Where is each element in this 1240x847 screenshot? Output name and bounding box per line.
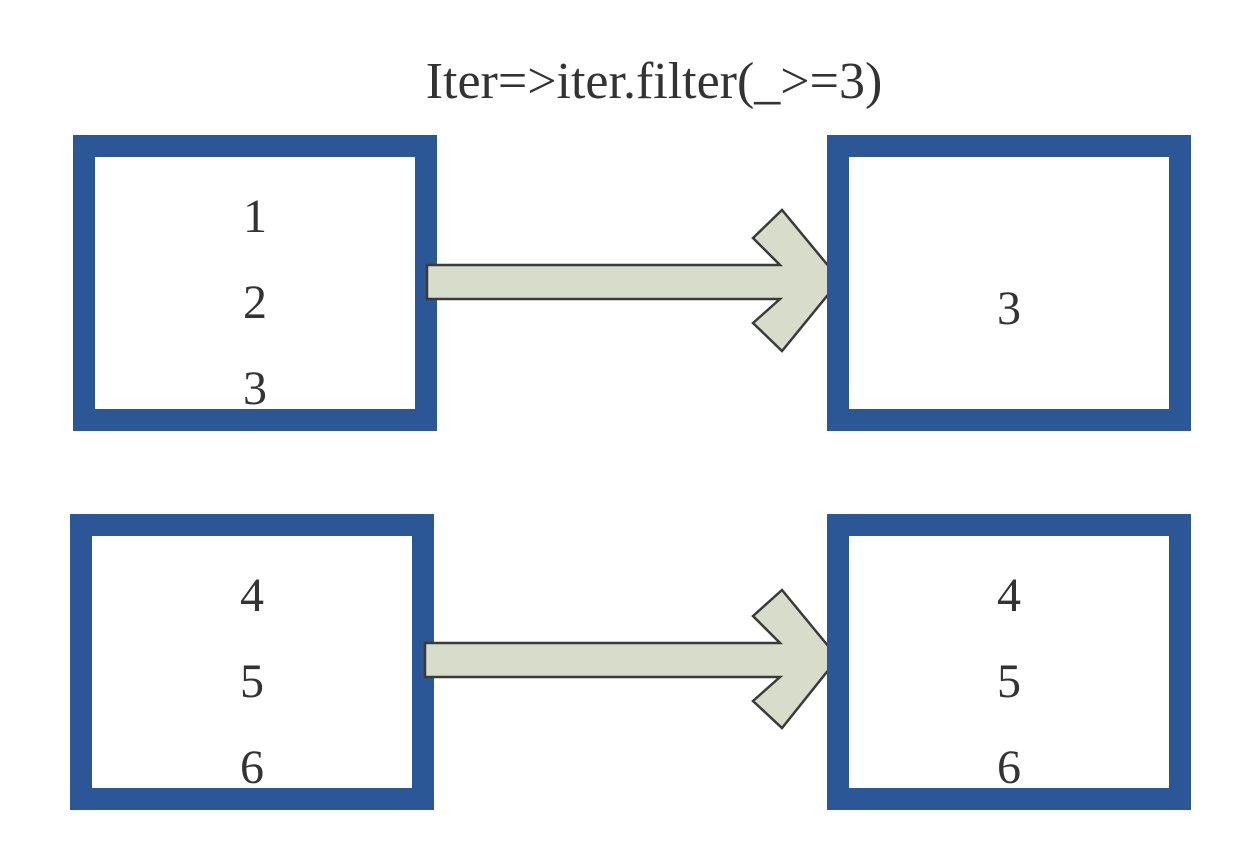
output-partition-1: 3 [827,135,1191,431]
input-2-item-3: 6 [240,741,264,794]
input-1-item-1: 1 [243,190,267,243]
input-2-item-2: 5 [240,655,264,708]
arrow-shape-2 [423,588,840,730]
diagram-title: Iter=>iter.filter(_>=3) [425,53,883,110]
input-partition-1: 1 2 3 [73,135,437,431]
input-1-item-2: 2 [243,276,267,329]
arrow-shape-1 [425,208,842,353]
input-partition-2: 4 5 6 [70,514,434,810]
filter-arrow-2 [423,588,840,730]
output-2-item-1: 4 [997,569,1021,622]
output-2-item-2: 5 [997,655,1021,708]
output-partition-2: 4 5 6 [827,514,1191,810]
input-1-item-3: 3 [243,362,267,415]
filter-arrow-1 [425,208,842,353]
output-2-item-3: 6 [997,741,1021,794]
output-1-item-1: 3 [997,282,1021,335]
input-2-item-1: 4 [240,569,264,622]
